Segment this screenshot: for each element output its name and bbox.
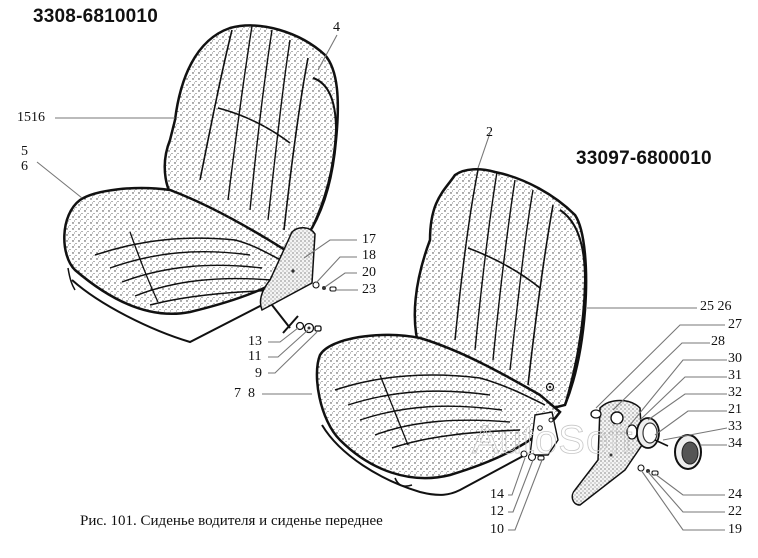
callout-14: 14 [490,487,504,502]
callout-30: 30 [728,351,742,366]
driver-seat-part-code: 3308-6810010 [33,6,158,27]
callout-10: 10 [490,522,504,537]
watermark: AutoSoft [472,418,634,463]
callout-13: 13 [248,334,262,349]
callout-18: 18 [362,248,376,263]
callout-31: 31 [728,368,742,383]
figure-caption: Рис. 101. Сиденье водителя и сиденье пер… [80,513,383,529]
callout-23: 23 [362,282,376,297]
callout-12: 12 [490,504,504,519]
front-seat-part-code: 33097-6800010 [576,148,712,169]
callout-22: 22 [728,504,742,519]
leader-lines [36,34,728,531]
callout-33: 33 [728,419,742,434]
callout-11: 11 [248,349,262,364]
callout-19: 19 [728,522,742,537]
callout-20: 20 [362,265,376,280]
front-seat-drawing [315,168,702,506]
callout-32: 32 [728,385,742,400]
callout-28: 28 [711,334,725,349]
callout-1516: 1516 [17,110,45,125]
callout-27: 27 [728,317,742,332]
driver-seat-drawing [63,24,340,344]
callout-24: 24 [728,487,742,502]
callout-6: 6 [21,159,28,174]
callout-25-26: 25 26 [700,299,732,314]
callout-2: 2 [486,125,493,140]
callout-21: 21 [728,402,742,417]
callout-9: 9 [255,366,262,381]
callout-17: 17 [362,232,376,247]
callout-7-8: 7 8 [234,386,255,401]
callout-5: 5 [21,144,28,159]
callout-34: 34 [728,436,742,451]
callout-4: 4 [333,20,340,35]
